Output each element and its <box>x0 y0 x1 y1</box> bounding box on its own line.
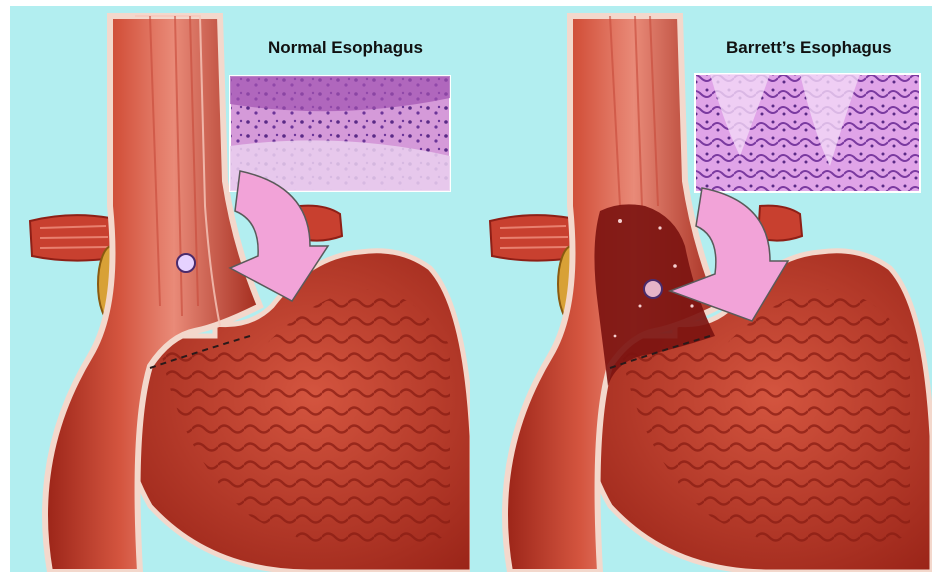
sample-point <box>644 280 662 298</box>
panel-title: Barrett’s Esophagus <box>726 38 892 58</box>
barretts-esophagus-panel: Barrett’s Esophagus <box>470 6 932 572</box>
barretts-esophagus-illustration <box>470 6 932 572</box>
histology-inset <box>230 76 450 191</box>
panel-title: Normal Esophagus <box>268 38 423 58</box>
sample-point <box>177 254 195 272</box>
normal-esophagus-panel: Normal Esophagus <box>10 6 472 572</box>
normal-esophagus-illustration <box>10 6 472 572</box>
histology-inset <box>695 74 920 192</box>
